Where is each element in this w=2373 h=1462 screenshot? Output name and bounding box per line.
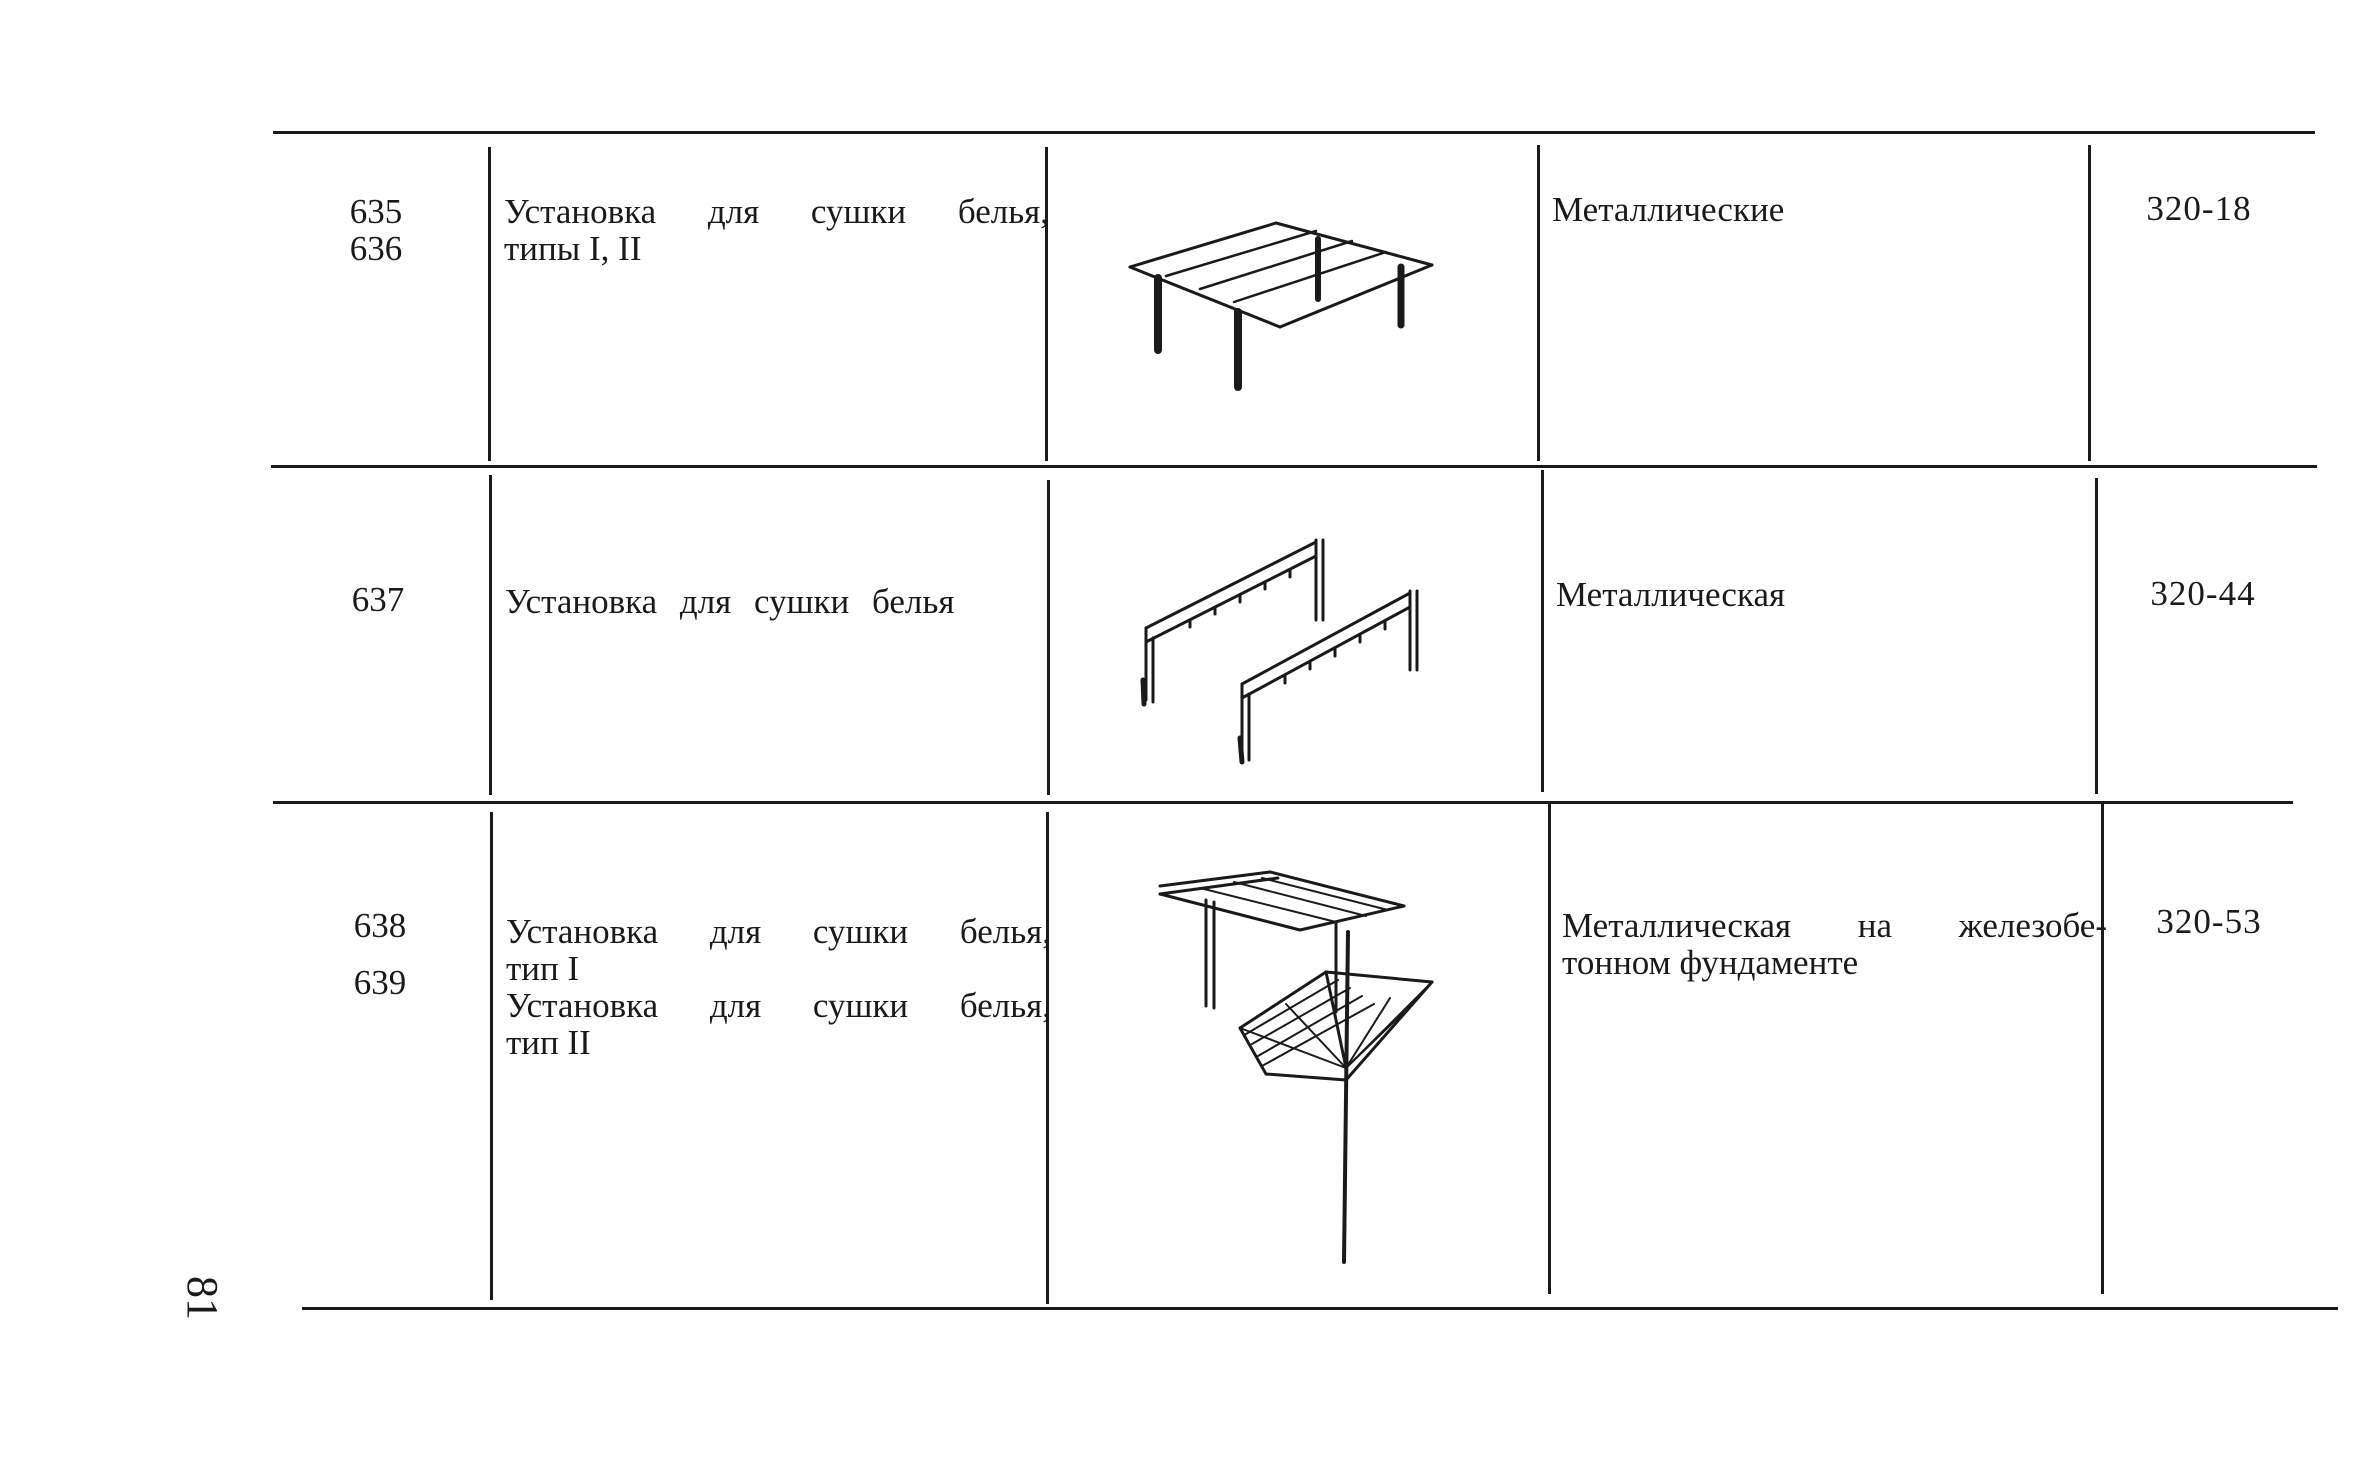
item-number: 639 [353, 963, 407, 1002]
material-line: Металлическая [1556, 575, 1786, 614]
column-divider [1047, 480, 1050, 795]
umbrella-dryer-icon [1158, 870, 1434, 1264]
item-name-cell: Установка для сушки белья, типы I, II [504, 193, 1049, 267]
item-number-cell: 638 639 [325, 907, 435, 1001]
table-bottom-rule [302, 1307, 2338, 1310]
item-number: 638 [353, 906, 407, 945]
item-name-line: тип II [506, 1023, 591, 1062]
drying-posts-icon [1140, 538, 1419, 765]
table-top-rule [273, 131, 2315, 134]
project-code: 320-53 [2156, 902, 2262, 941]
row-divider-1 [271, 465, 2317, 468]
project-code: 320-44 [2150, 574, 2256, 613]
column-divider [2101, 802, 2104, 1294]
item-number-cell: 635 636 [321, 193, 431, 267]
row-divider-2 [273, 801, 2293, 804]
material-cell: Металлическая на железобе- тонном фундам… [1562, 907, 2107, 981]
column-divider [1548, 802, 1551, 1294]
material-line: Металлические [1552, 190, 1785, 229]
material-cell: Металлическая [1556, 576, 2101, 613]
material-line: тонном фундаменте [1562, 943, 1859, 982]
column-divider [1046, 812, 1049, 1304]
clothes-drying-frame-icon [1128, 221, 1434, 391]
item-name-cell: Установка для сушки белья, тип I Установ… [506, 913, 1051, 1061]
column-divider [1045, 147, 1048, 461]
item-name-cell: Установка для сушки белья [505, 583, 1050, 620]
item-number-cell: 637 [323, 581, 433, 618]
item-name-line: Установка для сушки белья [505, 582, 955, 621]
column-divider [490, 812, 493, 1300]
item-number: 637 [351, 580, 405, 619]
item-name-line: Установка для сушки белья, [506, 986, 1051, 1025]
column-divider [489, 475, 492, 795]
item-name-line: Установка для сушки белья, [506, 912, 1051, 951]
column-divider [2088, 145, 2091, 461]
column-divider [2095, 478, 2098, 794]
item-number: 636 [349, 229, 403, 268]
page-number: 81 [178, 1276, 227, 1320]
item-number: 635 [349, 192, 403, 231]
column-divider [1541, 470, 1544, 792]
material-cell: Металлические [1552, 191, 2097, 228]
column-divider [1537, 145, 1540, 461]
column-divider [488, 147, 491, 461]
item-name-line: тип I [506, 949, 580, 988]
item-name-line: Установка для сушки белья, [504, 192, 1049, 231]
item-name-line: типы I, II [504, 229, 642, 268]
material-line: Металлическая на железобе- [1562, 906, 2107, 945]
project-code: 320-18 [2146, 189, 2252, 228]
